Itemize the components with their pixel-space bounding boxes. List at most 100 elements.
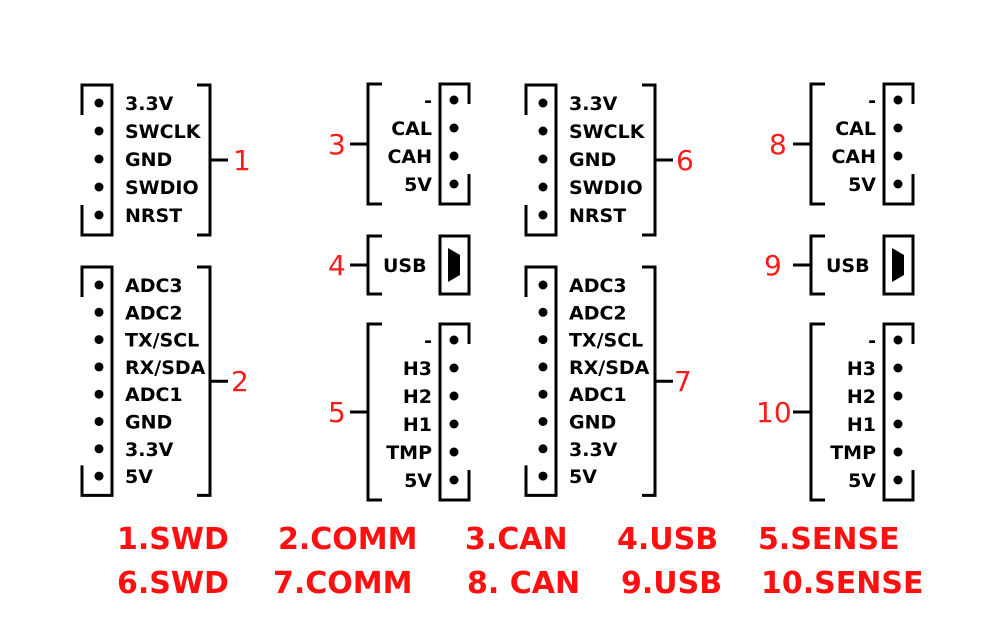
header-key-bottom [907,174,915,206]
header-outline [87,83,114,237]
pin-label: RX/SDA [125,357,206,379]
header-key-top [80,265,88,297]
pin-dot [893,123,903,133]
pin-label: H1 [403,414,432,436]
pin-dot [538,154,548,164]
pin-dot [94,210,104,220]
pin-label: CAL [391,118,432,140]
bracket [809,322,825,502]
pin-label: SWCLK [125,121,202,143]
pin-dot [538,362,548,372]
pin-dot [94,307,104,317]
bracket [809,82,825,206]
pin-label: 5V [569,466,597,488]
pin-dot [893,179,903,189]
legend: 1.SWD 2.COMM 3.CAN 4.USB 5.SENSE 6.SWD 7… [117,522,923,601]
pin-dot [538,335,548,345]
pin-label: 3.3V [569,93,618,115]
pin-dot [538,417,548,426]
pin-dot [893,363,903,373]
pin-label: GND [125,149,172,171]
pin-dot [94,335,104,345]
header-outline [882,322,908,502]
pin-label: GND [125,412,172,434]
pin-label: NRST [569,205,626,227]
pin-dot [94,444,104,454]
pin-label: TMP [386,442,432,464]
pin-dot [94,471,104,481]
connector-number-3: 3 [328,128,346,161]
pin-label: 5V [404,470,432,492]
pin-dot [538,280,548,290]
pin-label: SWDIO [125,177,199,199]
pin-label: NRST [125,205,182,227]
pin-dot [893,151,903,161]
header-outline [438,82,464,206]
header-key-top [907,82,915,104]
pin-dot [449,123,459,133]
pin-label: - [424,330,432,352]
header-key-bottom [524,465,532,497]
legend-item-4: 4.USB [617,522,718,557]
pin-label: 5V [848,470,876,492]
legend-item-5: 5.SENSE [758,522,900,557]
connector-number-5: 5 [328,396,346,429]
header-outline [87,265,114,497]
pin-label: ADC1 [569,384,627,406]
legend-item-9: 9.USB [621,566,722,601]
connector-number-9: 9 [764,249,782,282]
bracket [642,265,657,497]
pin-label: ADC3 [125,275,183,297]
bracket [366,322,382,502]
pin-label: GND [569,149,616,171]
pin-dot [538,182,548,192]
pin-dot [94,389,104,399]
pin-dot [893,475,903,485]
pin-label: - [868,330,876,352]
connector-number-7: 7 [674,365,692,398]
pin-dot [94,154,104,164]
usb-port-outline [882,234,915,296]
connector-number-6: 6 [676,144,694,177]
connector-number-2: 2 [231,365,249,398]
pin-dot [538,471,548,481]
connector-9: USB 9 [764,234,915,296]
bracket [809,234,825,296]
pin-dot [893,447,903,457]
pin-dot [893,419,903,429]
header-key-bottom [907,470,915,502]
legend-item-2: 2.COMM [278,522,418,557]
pin-dot [449,391,459,401]
pin-label: H3 [403,358,432,380]
bracket [197,83,212,237]
pin-dot [449,151,459,161]
pin-dot [538,210,548,220]
legend-item-1: 1.SWD [117,522,229,557]
usb-port-icon [448,248,460,282]
pin-label: GND [569,412,616,434]
pin-dot [94,126,104,136]
pin-label: ADC3 [569,275,627,297]
header-key-top [907,322,915,344]
header-key-bottom [80,205,88,237]
pin-dot [893,335,903,345]
legend-item-3: 3.CAN [465,522,568,557]
header-key-bottom [463,174,471,206]
pin-label: ADC2 [569,302,627,324]
pin-dot [94,362,104,372]
pin-label: H2 [847,386,876,408]
pin-label: 3.3V [569,439,618,461]
legend-item-6: 6.SWD [117,566,229,601]
usb-label: USB [383,255,427,277]
pin-label: H2 [403,386,432,408]
connector-number-1: 1 [233,144,251,177]
usb-label: USB [826,255,870,277]
